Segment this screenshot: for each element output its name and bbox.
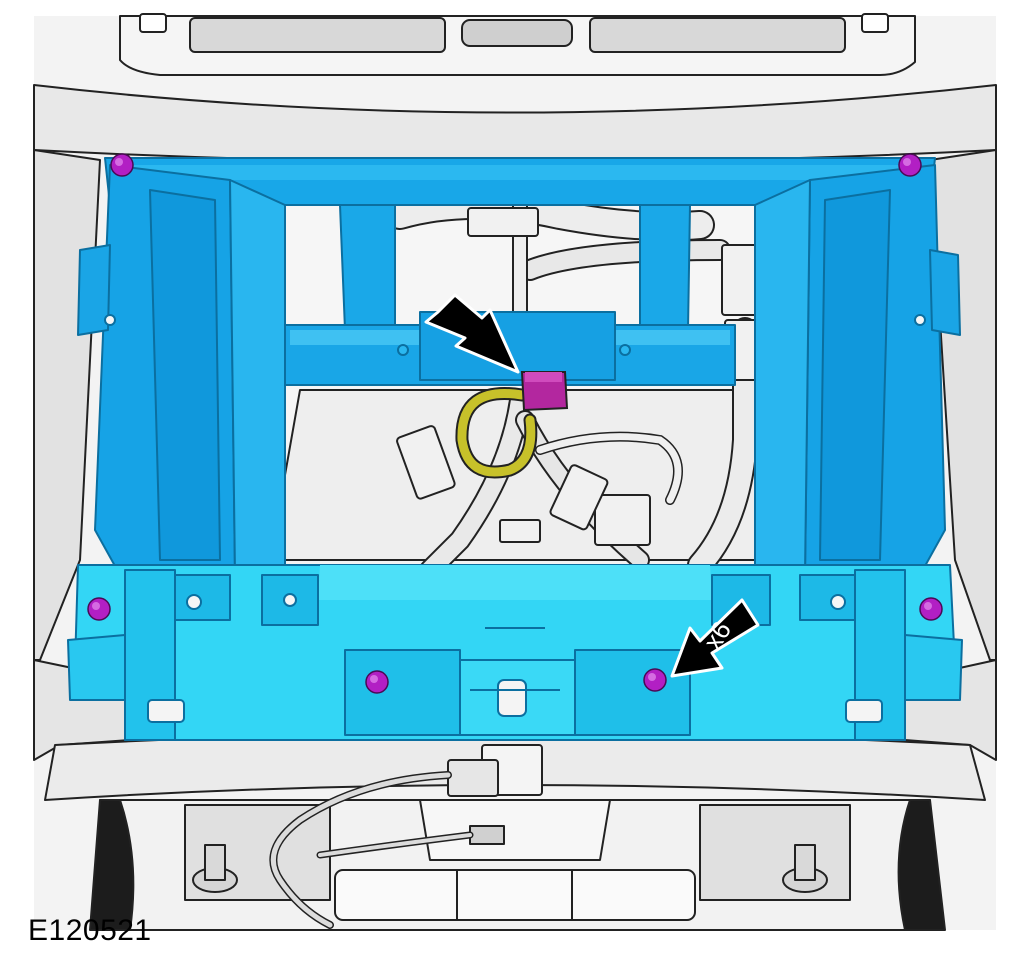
radio-mounting-bracket — [67, 157, 963, 741]
fastener-side-left — [87, 597, 111, 621]
fastener-lower-right — [643, 668, 667, 692]
arrow-pointer-icon — [424, 293, 520, 374]
fasteners — [87, 153, 943, 694]
fastener-top-right — [898, 153, 922, 177]
fastener-lower-left — [365, 670, 389, 694]
figure-id-label: E120521 — [28, 914, 152, 947]
fastener-top-left — [110, 153, 134, 177]
fastener-side-right — [919, 597, 943, 621]
bracket-connector — [520, 371, 569, 412]
